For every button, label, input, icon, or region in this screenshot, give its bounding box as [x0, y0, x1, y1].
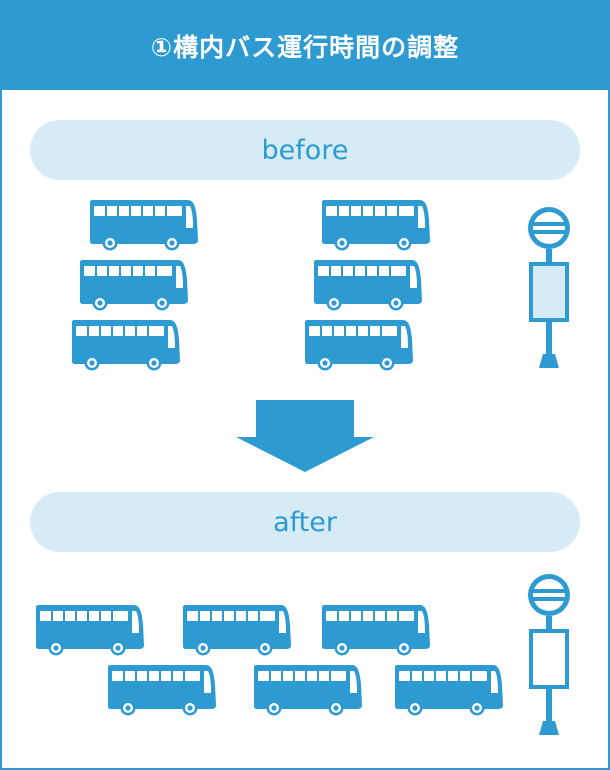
bus-icon [321, 199, 431, 252]
bus-icon [107, 664, 217, 717]
bus-icon [313, 259, 423, 312]
bus-stop-icon [528, 207, 570, 368]
bus-icon [71, 319, 181, 372]
title: ①構内バス運行時間の調整 [150, 33, 460, 62]
after-pill: after [30, 492, 580, 552]
bus-icon [89, 199, 199, 252]
bus-icon [321, 604, 431, 657]
bus-icon [394, 664, 504, 717]
title-bar: ①構内バス運行時間の調整 [2, 2, 608, 90]
before-pill: before [30, 120, 580, 180]
down-arrow-icon [236, 400, 374, 472]
bus-icon [182, 604, 292, 657]
bus-stop-icon [528, 574, 570, 735]
bus-icon [35, 604, 145, 657]
after-label: after [273, 506, 337, 538]
bus-icon [79, 259, 189, 312]
bus-icon [304, 319, 414, 372]
bus-icon [253, 664, 363, 717]
before-label: before [261, 134, 349, 166]
